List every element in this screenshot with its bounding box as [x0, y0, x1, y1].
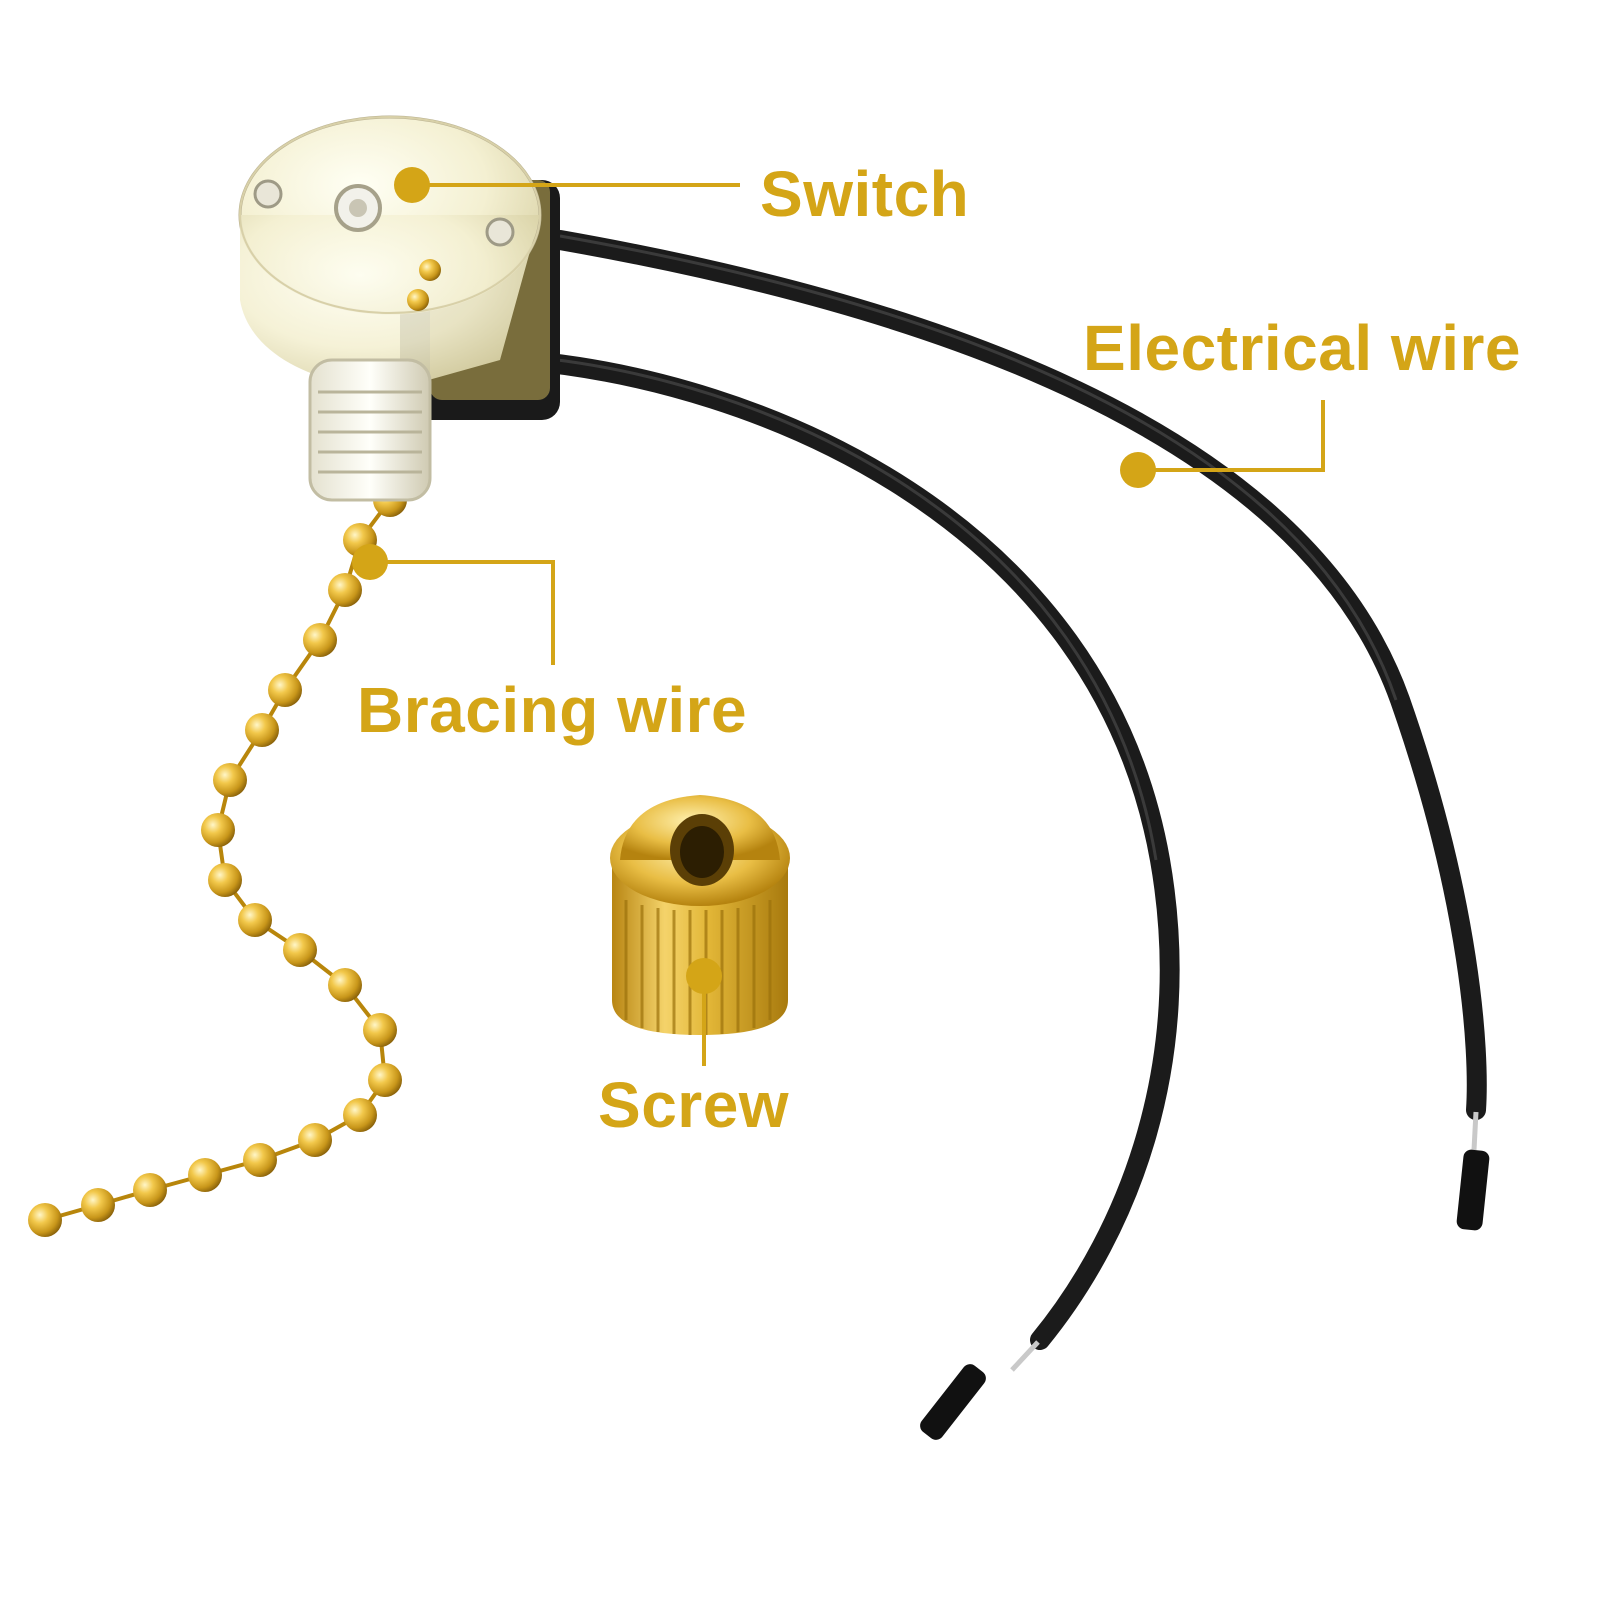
switch-stem [308, 358, 432, 502]
chain-ball [213, 763, 247, 797]
chain-ball [238, 903, 272, 937]
screw-part [610, 795, 790, 1035]
bracing-wire-callout-dot [352, 544, 388, 580]
bare-wire-left [1010, 1340, 1040, 1372]
chain-ball [28, 1203, 62, 1237]
chain-ball [201, 813, 235, 847]
chain-ball [303, 623, 337, 657]
electrical-wires [510, 230, 1490, 1440]
chain-ball [298, 1123, 332, 1157]
ball-chain [28, 483, 407, 1237]
chain-ball [328, 968, 362, 1002]
chain-ball [268, 673, 302, 707]
screw-callout-dot [686, 958, 722, 994]
chain-ball [283, 933, 317, 967]
callouts [352, 167, 1325, 1066]
wire-tip-left [920, 1364, 986, 1440]
chain-ball [368, 1063, 402, 1097]
label-switch: Switch [760, 158, 970, 230]
chain-ball [208, 863, 242, 897]
electrical-wire-left [510, 350, 1180, 1350]
switch-body [238, 115, 560, 502]
chain-ball [363, 1013, 397, 1047]
chain-ball [245, 713, 279, 747]
chain-ball [243, 1143, 277, 1177]
chain-ball [328, 573, 362, 607]
chain-ball [188, 1158, 222, 1192]
bare-wire-right [1471, 1111, 1479, 1151]
label-screw: Screw [598, 1069, 790, 1141]
wire-tip-right [1456, 1149, 1490, 1231]
switch-callout-dot [394, 167, 430, 203]
electrical-wire-callout-dot [1120, 452, 1156, 488]
chain-link-string [44, 498, 392, 1222]
chain-ball [343, 1098, 377, 1132]
bracing-wire-callout-line [370, 560, 555, 665]
electrical-wire-callout-line [1138, 400, 1325, 472]
chain-ball [81, 1188, 115, 1222]
label-electrical-wire: Electrical wire [1083, 312, 1521, 384]
label-bracing-wire: Bracing wire [357, 674, 748, 746]
chain-ball [133, 1173, 167, 1207]
